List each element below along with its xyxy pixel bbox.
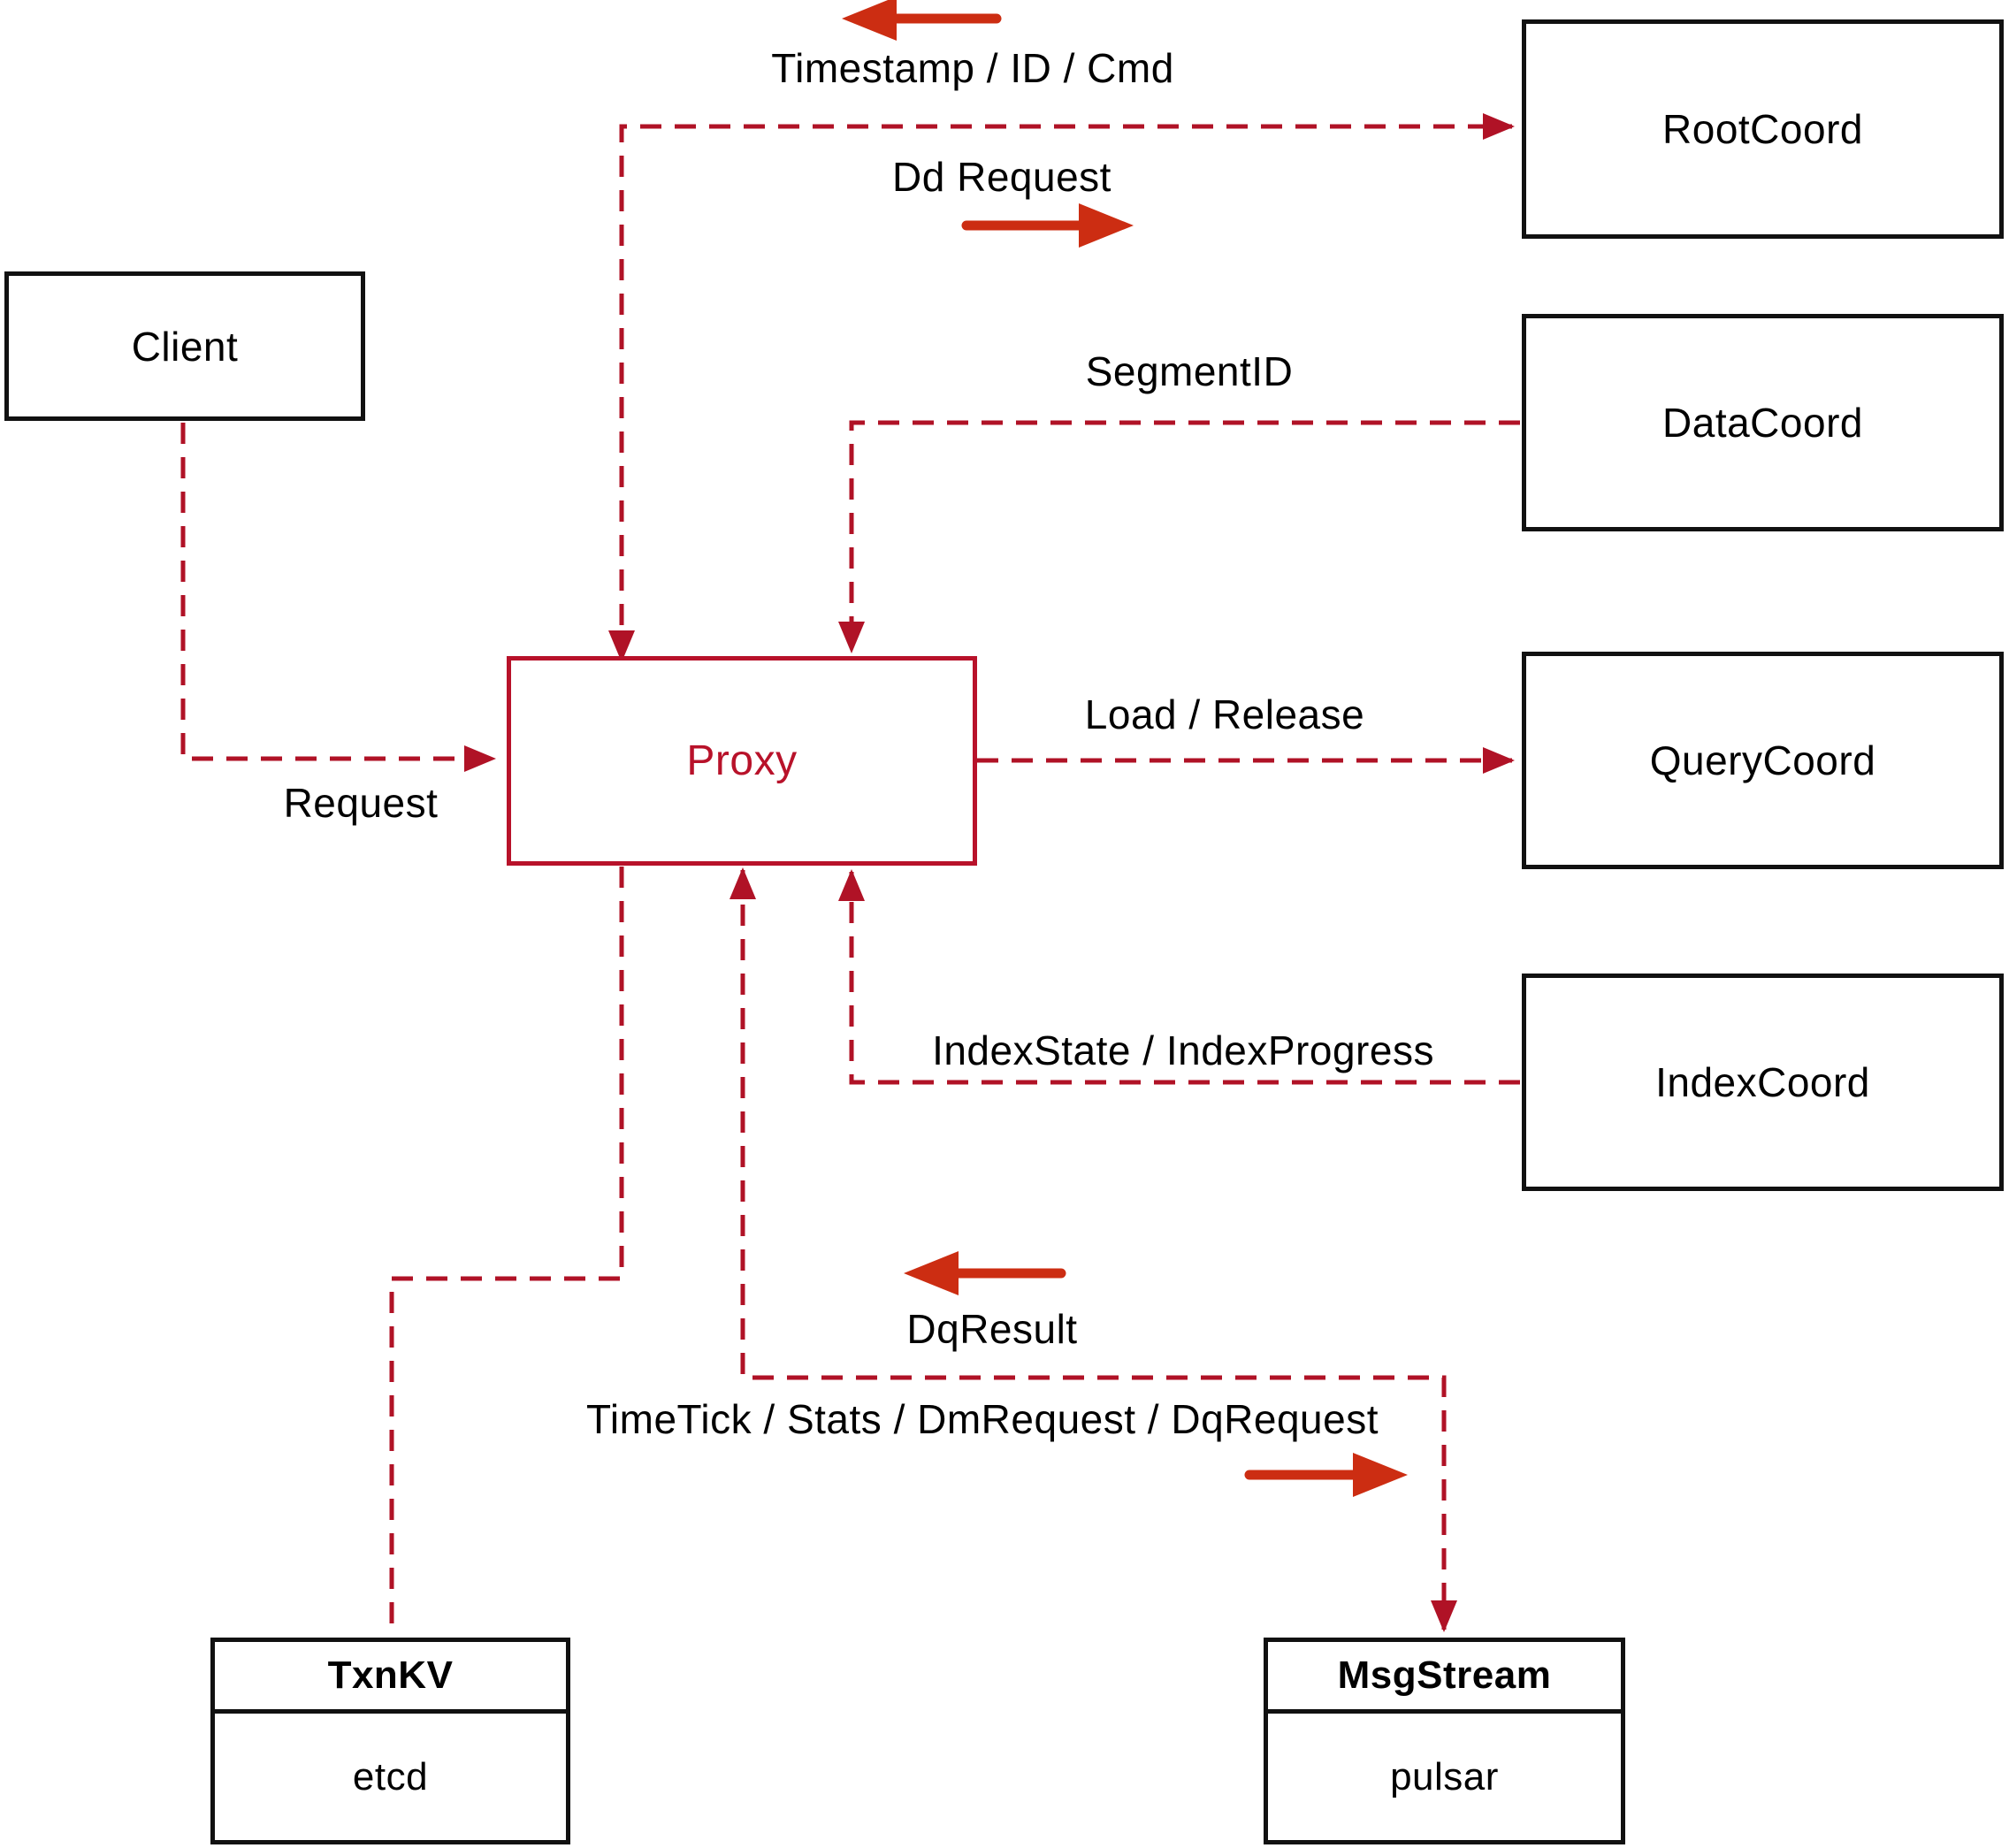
edge-label-request: Request <box>283 780 439 826</box>
edge-label-timetick-stats-dmrequest-dqrequest: TimeTick / Stats / DmRequest / DqRequest <box>586 1396 1379 1442</box>
node-proxy: Proxy <box>507 656 977 866</box>
node-client-label: Client <box>131 323 239 370</box>
node-indexcoord-label: IndexCoord <box>1655 1059 1870 1105</box>
node-txnkv: TxnKV etcd <box>210 1638 570 1844</box>
edge-label-dd-request: Dd Request <box>892 154 1111 200</box>
edge-label-indexstate-indexprogress: IndexState / IndexProgress <box>932 1027 1434 1073</box>
node-querycoord-label: QueryCoord <box>1649 737 1876 783</box>
node-msgstream: MsgStream pulsar <box>1264 1638 1625 1844</box>
node-msgstream-impl: pulsar <box>1390 1754 1499 1798</box>
node-rootcoord: RootCoord <box>1522 19 2004 239</box>
node-proxy-label: Proxy <box>686 737 798 784</box>
edge-label-dqresult: DqResult <box>906 1306 1078 1352</box>
node-datacoord: DataCoord <box>1522 314 2004 531</box>
edge-proxy-rootcoord <box>608 113 1515 662</box>
node-txnkv-title: TxnKV <box>215 1642 566 1714</box>
edge-proxy-txnkv <box>389 867 624 1636</box>
node-msgstream-title: MsgStream <box>1268 1642 1621 1714</box>
node-querycoord: QueryCoord <box>1522 652 2004 869</box>
edge-proxy-msgstream <box>730 867 1457 1632</box>
node-indexcoord: IndexCoord <box>1522 974 2004 1191</box>
edge-datacoord-proxy <box>838 420 1520 653</box>
edge-label-load-release: Load / Release <box>1084 691 1365 737</box>
edge-label-segmentid: SegmentID <box>1085 348 1294 394</box>
node-datacoord-label: DataCoord <box>1662 400 1863 446</box>
node-rootcoord-label: RootCoord <box>1662 106 1863 152</box>
edge-client-proxy <box>180 423 496 772</box>
node-txnkv-impl: etcd <box>352 1754 429 1798</box>
edge-label-timestamp-id-cmd: Timestamp / ID / Cmd <box>771 45 1174 91</box>
node-client: Client <box>4 271 365 421</box>
